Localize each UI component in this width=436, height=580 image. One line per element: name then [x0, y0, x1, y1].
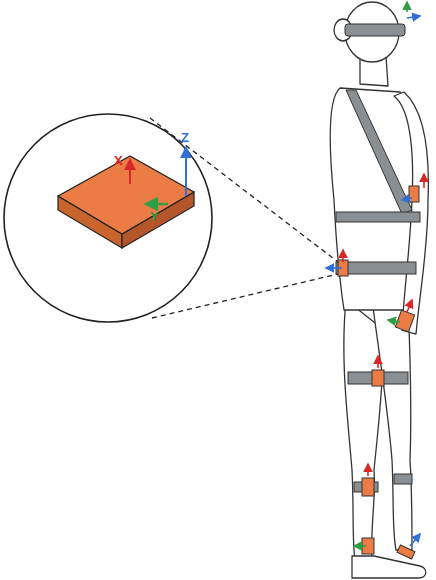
- svg-text:​: ​: [110, 178, 113, 183]
- axis-label: Z: [181, 131, 189, 144]
- axis-label: Y: [150, 210, 159, 223]
- axis-label: X: [114, 154, 123, 167]
